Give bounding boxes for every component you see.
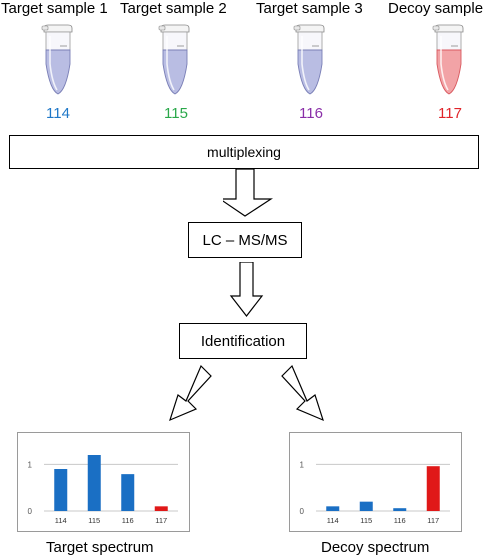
channel-label-114: 114 [46, 105, 70, 122]
x-tick-label: 114 [327, 516, 339, 525]
tube-icon [432, 24, 464, 95]
multiplexing-label: multiplexing [207, 144, 281, 160]
y-tick-label: 0 [28, 507, 33, 516]
x-tick-label: 116 [122, 516, 134, 525]
x-tick-label: 116 [394, 516, 406, 525]
channel-label-117: 117 [438, 105, 462, 122]
sample-title-3: Target sample 3 [256, 0, 363, 17]
multiplexing-box: multiplexing [9, 135, 479, 169]
bar [54, 469, 68, 511]
bar [426, 466, 440, 511]
decoy-spectrum-chart: 0 1 114 115 116 117 [289, 432, 462, 532]
bar [393, 508, 407, 511]
tube-icon [158, 24, 190, 95]
diagonal-arrow-left-icon [169, 364, 212, 422]
channel-label-116: 116 [299, 105, 323, 122]
bar [326, 506, 340, 511]
x-tick-label: 115 [88, 516, 100, 525]
target-spectrum-caption: Target spectrum [46, 539, 154, 556]
bar [154, 506, 168, 511]
y-tick-label: 1 [300, 460, 305, 469]
bar [121, 474, 135, 511]
x-tick-label: 117 [155, 516, 167, 525]
target-spectrum-plot: 0 1 114 115 116 117 [28, 455, 178, 525]
channel-label-115: 115 [164, 105, 188, 122]
tube-icon [293, 24, 325, 95]
identification-box: Identification [179, 323, 307, 359]
identification-label: Identification [200, 332, 286, 350]
diagonal-arrow-right-icon [281, 364, 324, 422]
lcms-box: LC – MS/MS [188, 222, 302, 258]
down-arrow-icon [229, 262, 264, 317]
x-tick-label: 115 [360, 516, 372, 525]
y-tick-label: 1 [28, 460, 33, 469]
sample-title-1: Target sample 1 [1, 0, 108, 17]
lcms-label: LC – MS/MS [202, 231, 288, 249]
down-arrow-icon [223, 169, 273, 217]
y-tick-label: 0 [300, 507, 305, 516]
tube-icon [41, 24, 73, 95]
decoy-spectrum-caption: Decoy spectrum [321, 539, 430, 556]
sample-title-4: Decoy sample [388, 0, 484, 17]
x-tick-label: 114 [55, 516, 67, 525]
x-tick-label: 117 [427, 516, 439, 525]
sample-title-2: Target sample 2 [120, 0, 227, 17]
decoy-spectrum-plot: 0 1 114 115 116 117 [300, 460, 450, 525]
bar [87, 455, 101, 511]
target-spectrum-chart: 0 1 114 115 116 117 [17, 432, 190, 532]
bar [359, 501, 373, 511]
